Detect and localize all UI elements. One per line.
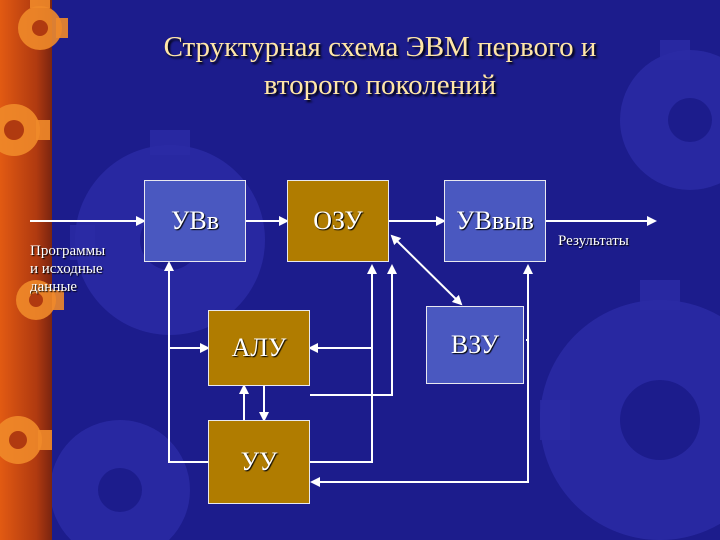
block-vzu: ВЗУ	[426, 306, 524, 384]
input-label-line-2: и исходные	[30, 261, 103, 277]
control-line-right-ozu	[310, 264, 377, 463]
block-uvv-label: УВв	[170, 206, 220, 235]
title-line-2: второго поколений	[263, 69, 497, 101]
block-alu: АЛУ	[208, 310, 310, 386]
page-title: Структурная схема ЭВМ первого и второго …	[80, 28, 680, 104]
block-vzu-label: ВЗУ	[450, 330, 500, 359]
control-line-far-right	[310, 264, 533, 487]
block-uvvyv-label: УВвыв	[456, 206, 534, 235]
block-uu: УУ	[208, 420, 310, 504]
block-alu-label: АЛУ	[231, 333, 287, 362]
input-label: Программы и исходные данные	[30, 242, 150, 296]
control-line-left	[164, 261, 208, 463]
block-ozu: ОЗУ	[287, 180, 389, 262]
output-label: Результаты	[558, 233, 629, 249]
block-uvvyv: УВвыв	[444, 180, 546, 262]
input-label-line-1: Программы	[30, 243, 106, 259]
block-uvv: УВв	[144, 180, 246, 262]
block-uu-label: УУ	[240, 447, 278, 476]
input-label-line-3: данные	[30, 279, 78, 295]
alu-to-ozu-line	[310, 264, 397, 396]
block-ozu-label: ОЗУ	[313, 206, 363, 235]
title-line-1: Структурная схема ЭВМ первого и	[163, 31, 597, 63]
